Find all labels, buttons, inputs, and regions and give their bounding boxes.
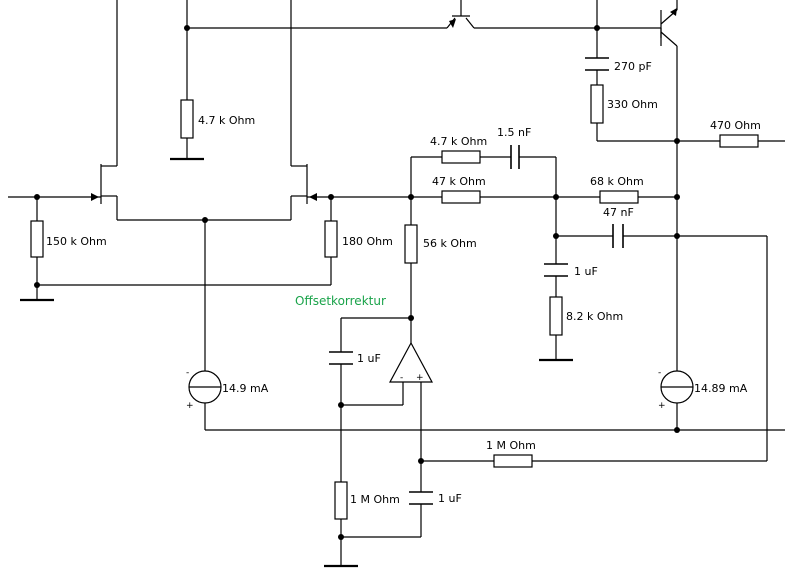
resistor-r-470 [719,134,759,148]
label-r-1m-v: 1 M Ohm [350,493,400,506]
capacitor-c-1u-left [329,351,353,365]
label-r-upper: 4.7 k Ohm [430,135,487,148]
capacitor-c-1u-mid [544,263,568,277]
label-r-fb: 180 Ohm [342,235,393,248]
label-c-1u-left: 1 uF [357,352,381,365]
source-left-plus: + [186,401,194,411]
wires [8,0,785,566]
jfet-right-gate-arrow [309,193,317,201]
opamp-triangle [388,341,434,383]
resistor-r-82k [549,296,563,336]
label-r-68k: 68 k Ohm [590,175,644,188]
source-left-minus: - [186,368,189,378]
label-c-1u-bottom: 1 uF [438,492,462,505]
junctions [34,25,680,540]
top-transistor-arrow [449,19,456,28]
label-c-15n: 1.5 nF [497,126,531,139]
capacitor-c-15n [510,145,520,169]
resistor-r-top [180,99,194,139]
opamp-minus: - [400,373,403,383]
resistor-r-68k [599,190,639,204]
current-source-right [660,370,694,404]
label-source-right: 14.89 mA [694,382,748,395]
label-r-56k: 56 k Ohm [423,237,477,250]
resistor-r-in [30,220,44,258]
capacitor-c-47n [612,224,624,248]
label-r-top: 4.7 k Ohm [198,114,255,127]
source-right-plus: + [658,401,666,411]
capacitor-c-1u-bottom [409,491,433,505]
transistor-emitter-arrow [670,8,677,16]
current-source-left [188,370,222,404]
jfet-left-gate-arrow [91,193,99,201]
offset-correction-note: Offsetkorrektur [295,294,386,308]
label-r-in: 150 k Ohm [46,235,107,248]
label-c-270p: 270 pF [614,60,652,73]
capacitor-c-270p [585,57,609,71]
source-right-minus: - [658,368,661,378]
label-r-47k: 47 k Ohm [432,175,486,188]
label-r-82k: 8.2 k Ohm [566,310,623,323]
label-c-47n: 47 nF [603,206,634,219]
resistor-r-330 [590,84,604,124]
label-source-left: 14.9 mA [222,382,269,395]
label-r-1m-h: 1 M Ohm [486,439,536,452]
resistor-r-fb [324,220,338,258]
resistor-r-1m-h [493,454,533,468]
resistor-r-upper [441,150,481,164]
label-r-330: 330 Ohm [607,98,658,111]
label-c-1u-mid: 1 uF [574,265,598,278]
label-r-470: 470 Ohm [710,119,761,132]
resistor-r-47k [441,190,481,204]
resistor-r-56k [404,224,418,264]
opamp-plus: + [416,373,424,383]
resistor-r-1m-v [334,481,348,520]
